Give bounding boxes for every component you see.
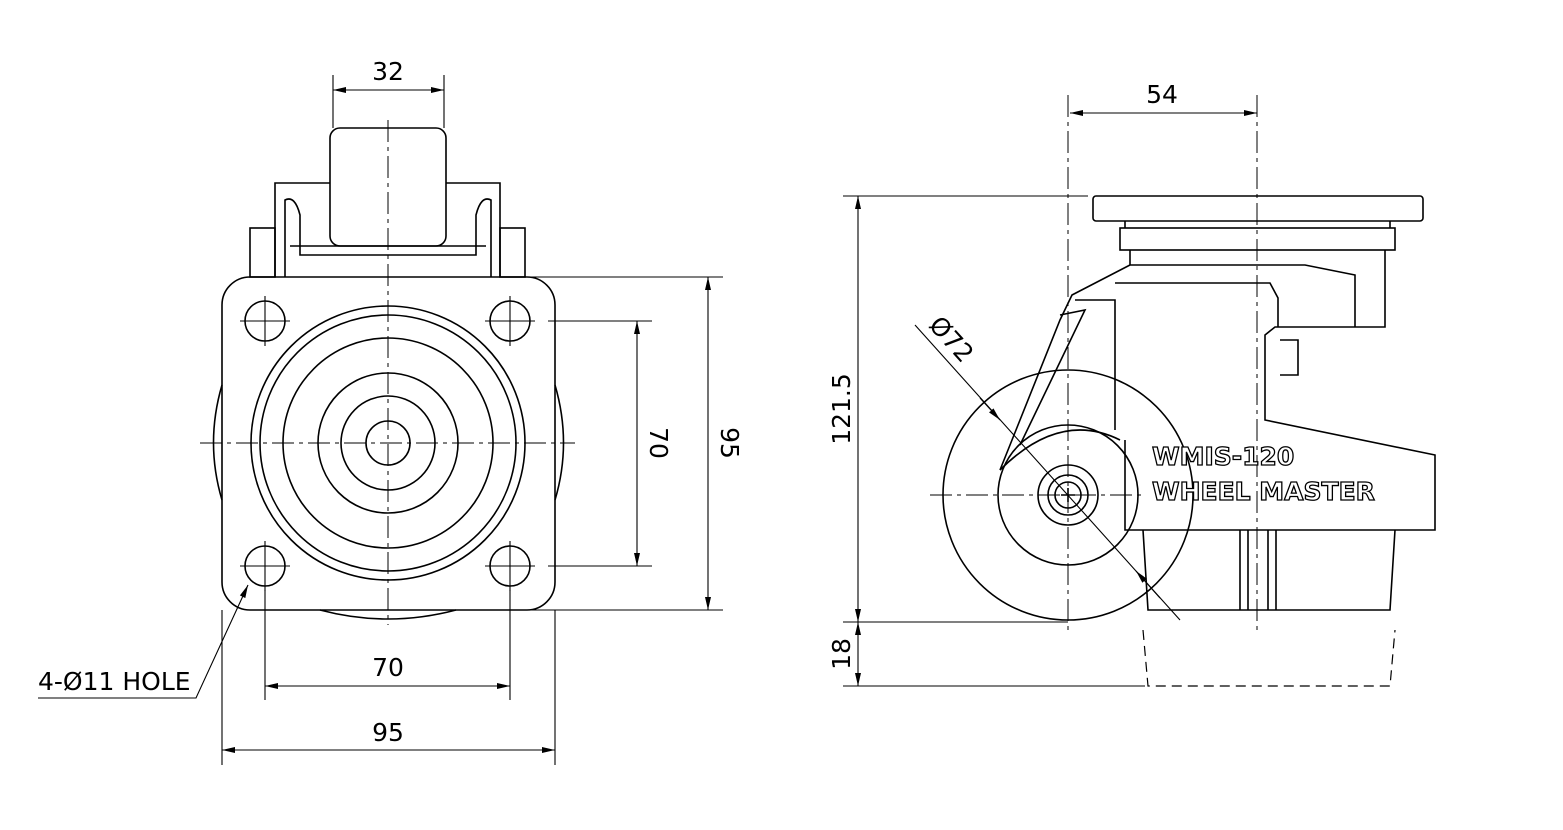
dim-plate-width: 95: [372, 718, 404, 747]
dim-lift: 18: [827, 638, 856, 670]
dim-hole-pitch-h: 70: [372, 653, 404, 682]
hole-note: 4-Ø11 HOLE: [38, 667, 191, 696]
dim-height: 121.5: [827, 373, 856, 445]
model-label: WMIS-120: [1152, 442, 1294, 471]
dim-hole-pitch-v: 70: [644, 427, 673, 459]
leveling-foot: [1142, 529, 1396, 611]
dim-wheel-diameter: Ø72: [923, 310, 979, 368]
dim-offset: 54: [1146, 80, 1178, 109]
mount-holes: [240, 296, 535, 591]
top-plate: [1092, 195, 1424, 222]
dim-stem-width: 32: [372, 57, 404, 86]
side-view: WMIS-120 WHEEL MASTER 54 121.5 18 Ø72: [827, 80, 1436, 687]
dim-plate-height: 95: [715, 427, 744, 459]
brand-label: WHEEL MASTER: [1152, 477, 1375, 506]
front-view: 32 70 95 70 95 4-Ø11 HOLE: [38, 57, 744, 765]
